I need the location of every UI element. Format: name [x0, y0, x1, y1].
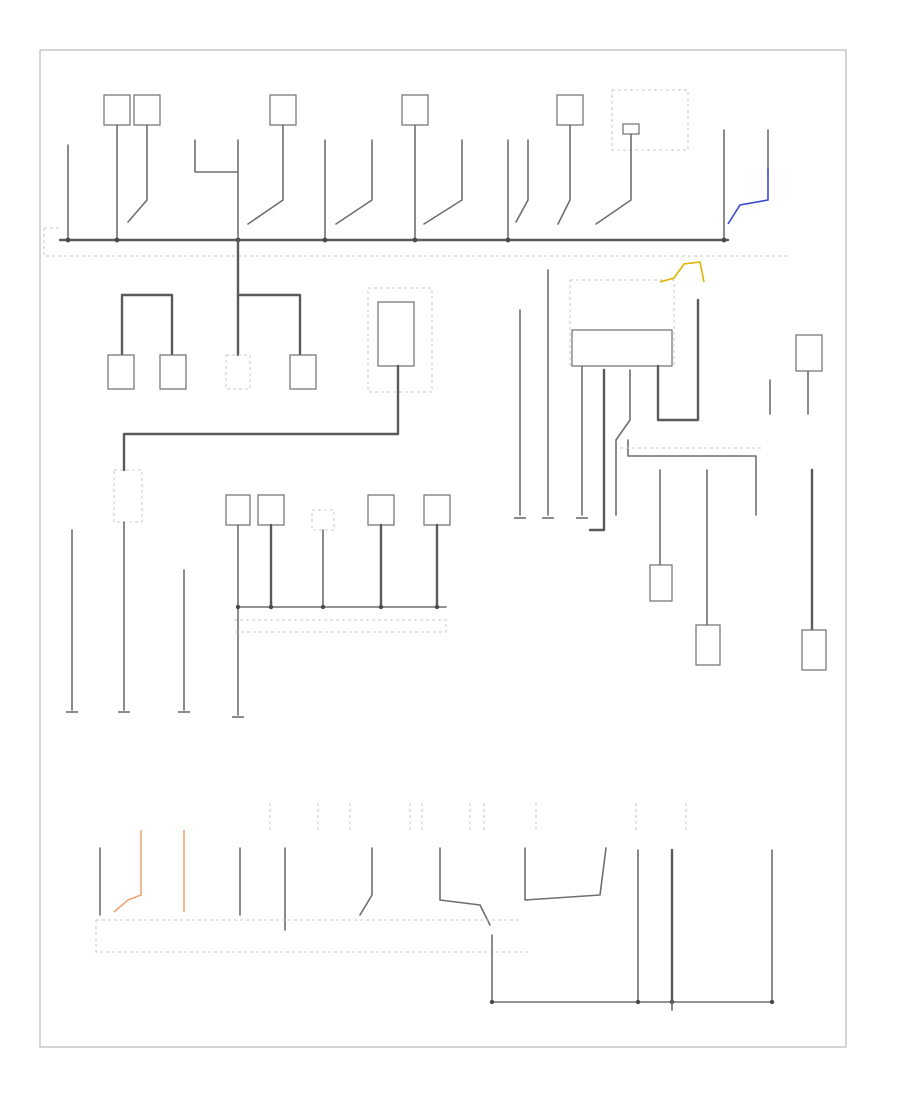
yellow-wire: [659, 261, 705, 283]
wire-route: [122, 364, 400, 472]
component-box: [801, 629, 827, 671]
wire-route: [588, 368, 606, 532]
component-box: [695, 624, 721, 666]
mid-left-section: [66, 287, 451, 718]
component-box: [423, 494, 451, 526]
wire-drop: [359, 847, 373, 916]
component-box: [289, 354, 317, 390]
module-dash-box: [611, 89, 689, 151]
wire-drop: [423, 139, 463, 225]
blue-wire: [727, 168, 769, 225]
wire-drop: [127, 124, 148, 223]
component-box: [159, 354, 187, 390]
splice-dot: [114, 237, 120, 243]
connector-dash-outline: [43, 227, 788, 257]
component-box: [107, 354, 135, 390]
splice-dot: [505, 237, 511, 243]
wire-drop: [439, 847, 491, 926]
wire-drop: [524, 847, 607, 901]
component-box: [556, 94, 584, 126]
splice-dot: [412, 237, 418, 243]
wire-drop: [194, 139, 239, 241]
component-box: [622, 123, 640, 135]
wire-route: [615, 369, 631, 516]
component-box: [133, 94, 161, 126]
module-dash-box: [367, 287, 433, 393]
component-box: [377, 301, 415, 367]
wire-drop: [557, 124, 571, 225]
splice-dot: [721, 237, 727, 243]
connector-dash-outline: [95, 919, 528, 953]
component-box: [269, 94, 297, 126]
splice-dot: [268, 604, 274, 610]
splice-dot: [635, 999, 641, 1005]
component-box: [649, 564, 673, 602]
component-box: [367, 494, 395, 526]
wire-drop: [335, 139, 373, 225]
wire-drop: [515, 139, 529, 223]
splice-dot: [489, 999, 495, 1005]
splice-dot: [320, 604, 326, 610]
top-ground-bus-section: [43, 89, 788, 297]
component-dash-box: [311, 509, 335, 531]
wire-route: [627, 439, 757, 516]
component-box: [795, 334, 823, 372]
orange-wire: [113, 830, 142, 913]
wire-drop: [247, 124, 284, 225]
splice-dot: [769, 999, 775, 1005]
component-dash-box: [113, 469, 143, 523]
wire-branch: [236, 293, 302, 357]
splice-dot: [434, 604, 440, 610]
splice-dot: [235, 604, 241, 610]
connector-dash-ticks: [269, 800, 687, 830]
wire-route: [656, 298, 700, 422]
bottom-section: [95, 800, 775, 1011]
wire-drop: [769, 369, 809, 415]
wire-branch: [120, 293, 174, 357]
splice-dot: [65, 237, 71, 243]
component-box: [571, 329, 673, 367]
component-dash-box: [225, 354, 251, 390]
mid-right-section: [514, 261, 827, 671]
component-box: [103, 94, 131, 126]
component-box: [257, 494, 285, 526]
diagram-frame: [39, 49, 847, 1048]
component-box: [401, 94, 429, 126]
connector-dash-outline: [234, 619, 447, 633]
splice-dot: [322, 237, 328, 243]
splice-dot: [378, 604, 384, 610]
component-box: [225, 494, 251, 526]
wire-drop: [595, 133, 632, 225]
